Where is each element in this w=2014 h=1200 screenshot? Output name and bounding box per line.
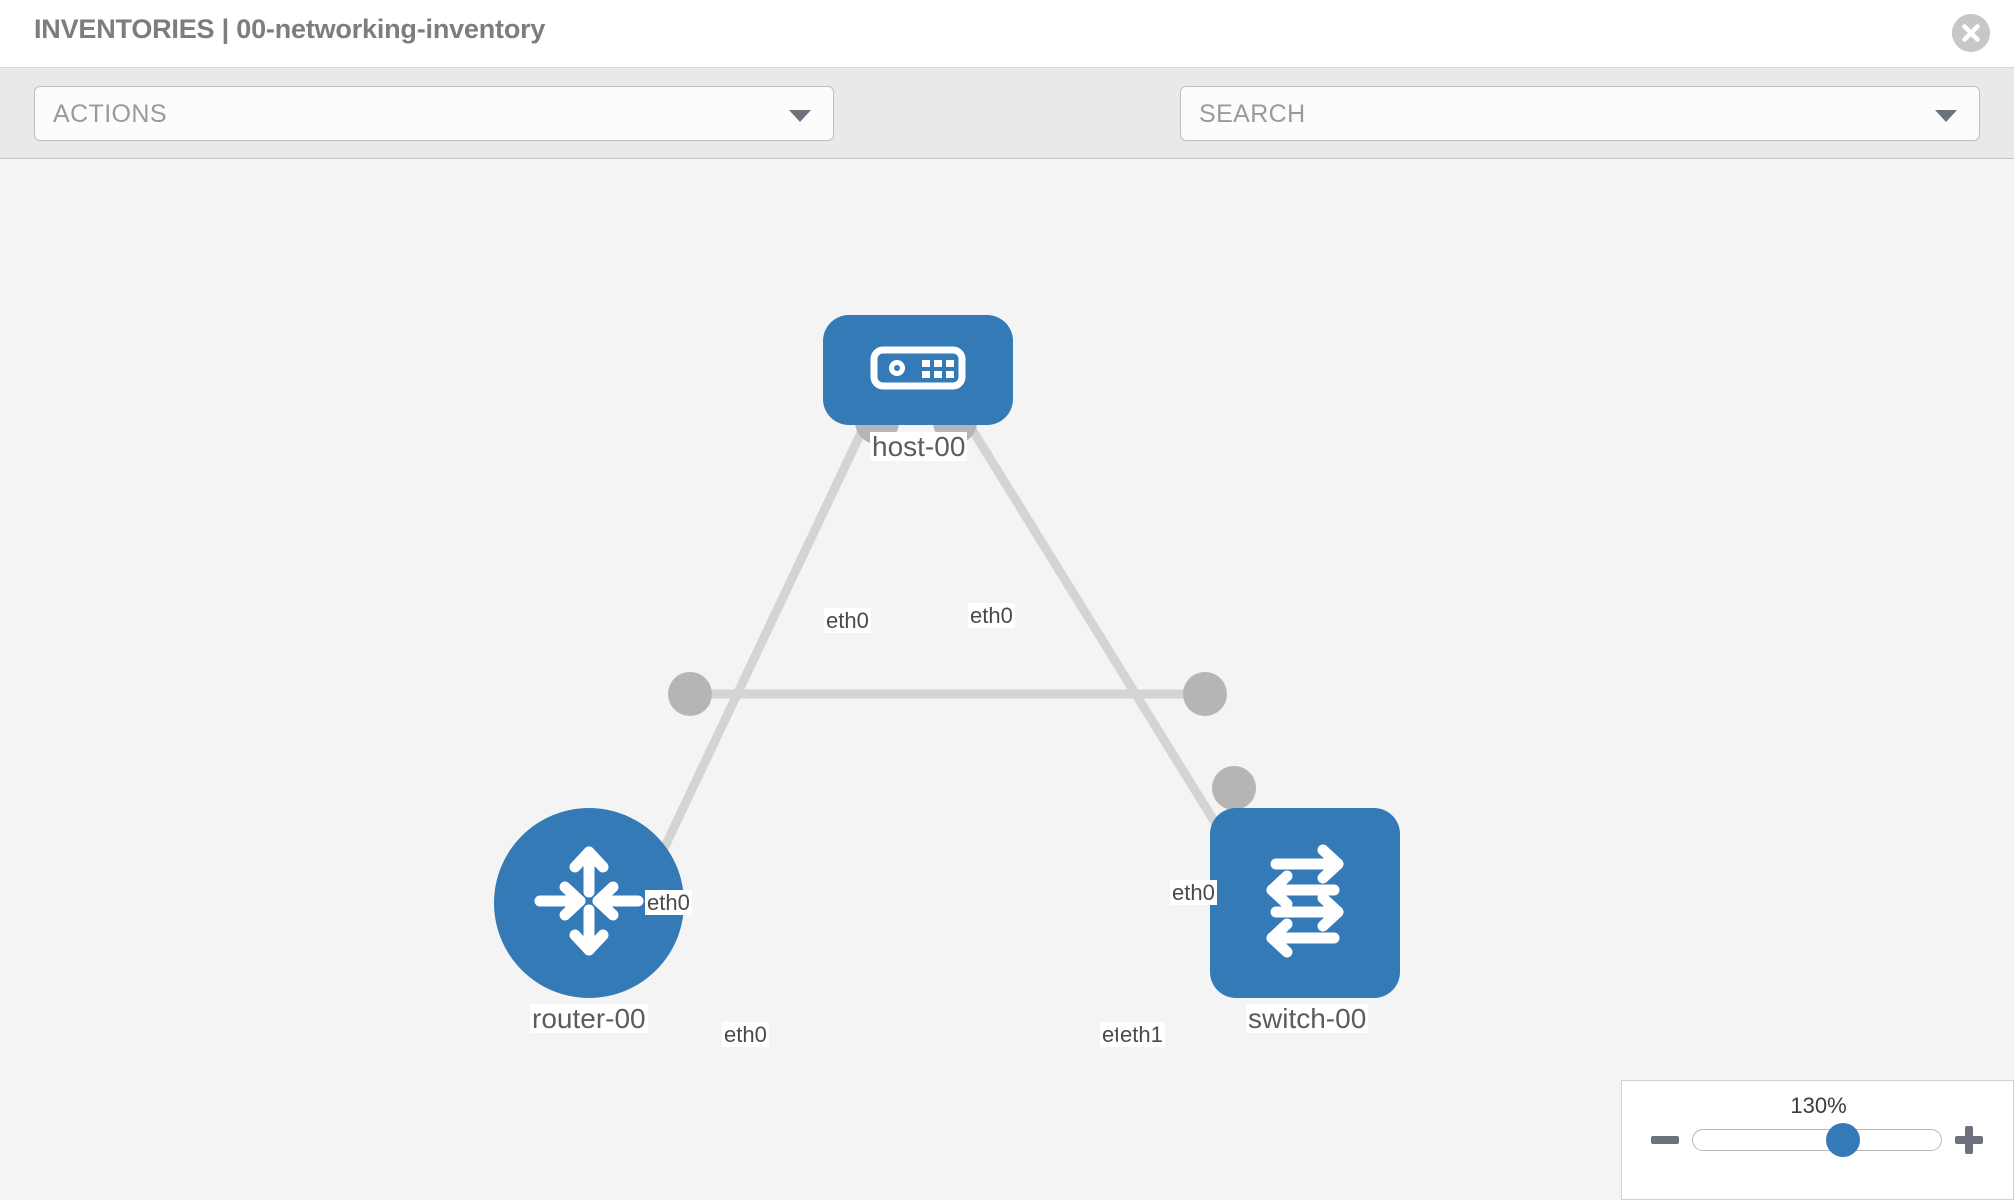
port-label-router-right: eth0: [722, 1022, 769, 1048]
server-icon: [870, 342, 966, 399]
minus-icon[interactable]: [1648, 1123, 1682, 1157]
port-label-switch-left-b: eth1: [1118, 1022, 1165, 1048]
connector-switch-left: [1183, 672, 1227, 716]
host-node-label: host-00: [870, 431, 968, 462]
switch-node-shape: [1210, 808, 1400, 998]
zoom-level-value: 130%: [1790, 1093, 1847, 1118]
zoom-slider-thumb[interactable]: [1826, 1123, 1860, 1157]
page-title: INVENTORIES | 00-networking-inventory: [34, 14, 546, 44]
port-label-host-left: eth0: [824, 608, 871, 634]
port-label-router-up: eth0: [645, 890, 692, 916]
port-label-host-right: eth0: [968, 603, 1015, 629]
router-node-label: router-00: [530, 1003, 648, 1034]
actions-dropdown-label: ACTIONS: [53, 100, 167, 128]
link-host-switch: [961, 415, 1236, 853]
connector-switch-top: [1212, 766, 1256, 810]
topology-node-host-00[interactable]: host-00: [823, 315, 1013, 490]
chevron-down-icon[interactable]: [1935, 110, 1957, 122]
host-node-shape: [823, 315, 1013, 425]
topology-node-router-00[interactable]: router-00: [494, 808, 684, 1043]
page-header: INVENTORIES | 00-networking-inventory: [0, 0, 2014, 68]
zoom-control-panel: 130%: [1621, 1080, 2014, 1200]
zoom-slider-track[interactable]: [1692, 1123, 1942, 1157]
search-input[interactable]: SEARCH: [1180, 86, 1980, 141]
port-label-switch-up: eth0: [1170, 880, 1217, 906]
router-arrows-icon: [530, 842, 648, 965]
toolbar: ACTIONS SEARCH: [0, 68, 2014, 197]
plus-icon[interactable]: [1952, 1123, 1986, 1157]
link-host-router: [645, 416, 873, 880]
connector-router-right: [668, 672, 712, 716]
actions-dropdown[interactable]: ACTIONS: [34, 86, 834, 141]
topology-canvas[interactable]: host-00: [0, 160, 2014, 1200]
switch-node-label: switch-00: [1246, 1003, 1369, 1034]
close-icon[interactable]: [1952, 14, 1990, 52]
switch-arrows-icon: [1246, 842, 1364, 965]
topology-node-switch-00[interactable]: switch-00: [1210, 808, 1400, 1043]
search-placeholder: SEARCH: [1199, 100, 1306, 128]
chevron-down-icon: [789, 110, 811, 122]
